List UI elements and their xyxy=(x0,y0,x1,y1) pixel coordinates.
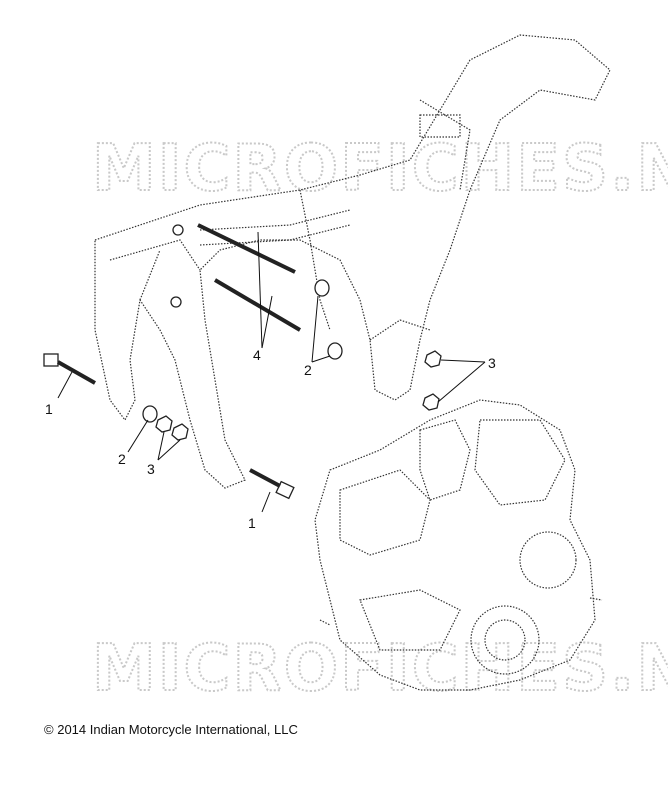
bolt-left-head xyxy=(43,353,59,367)
bolt-left-shank xyxy=(57,360,96,385)
watermark-bottom: MICROFICHES.NET xyxy=(92,632,668,706)
callout-2-upper: 2 xyxy=(304,362,312,378)
engine-assembly xyxy=(314,399,603,691)
callout-1-lower: 1 xyxy=(248,515,256,531)
copyright-text: 2014 Indian Motorcycle International, LL… xyxy=(57,722,298,737)
frame-nut-1 xyxy=(172,224,184,236)
callout-1-left: 1 xyxy=(45,401,53,417)
frame-assembly xyxy=(94,34,611,489)
hardware xyxy=(43,223,442,500)
copyright-symbol: © xyxy=(44,722,54,737)
nut-left-1 xyxy=(155,415,173,433)
callout-2-left: 2 xyxy=(118,451,126,467)
spacer-upper xyxy=(314,279,330,297)
callout-4: 4 xyxy=(253,347,261,363)
copyright-line: © 2014 Indian Motorcycle International, … xyxy=(44,722,298,737)
leader-lines xyxy=(57,231,486,513)
bolt-lower-shank xyxy=(249,468,281,488)
long-bolt-upper xyxy=(197,223,296,274)
frame-nut-2 xyxy=(170,296,182,308)
nut-right-2 xyxy=(422,393,440,411)
nut-left-2 xyxy=(171,423,189,441)
spacer-left xyxy=(142,405,158,423)
nut-right-1 xyxy=(424,350,442,368)
callout-3-right: 3 xyxy=(488,355,496,371)
long-bolt-lower xyxy=(213,278,302,332)
callout-3-left: 3 xyxy=(147,461,155,477)
spacer-lower xyxy=(327,342,343,360)
